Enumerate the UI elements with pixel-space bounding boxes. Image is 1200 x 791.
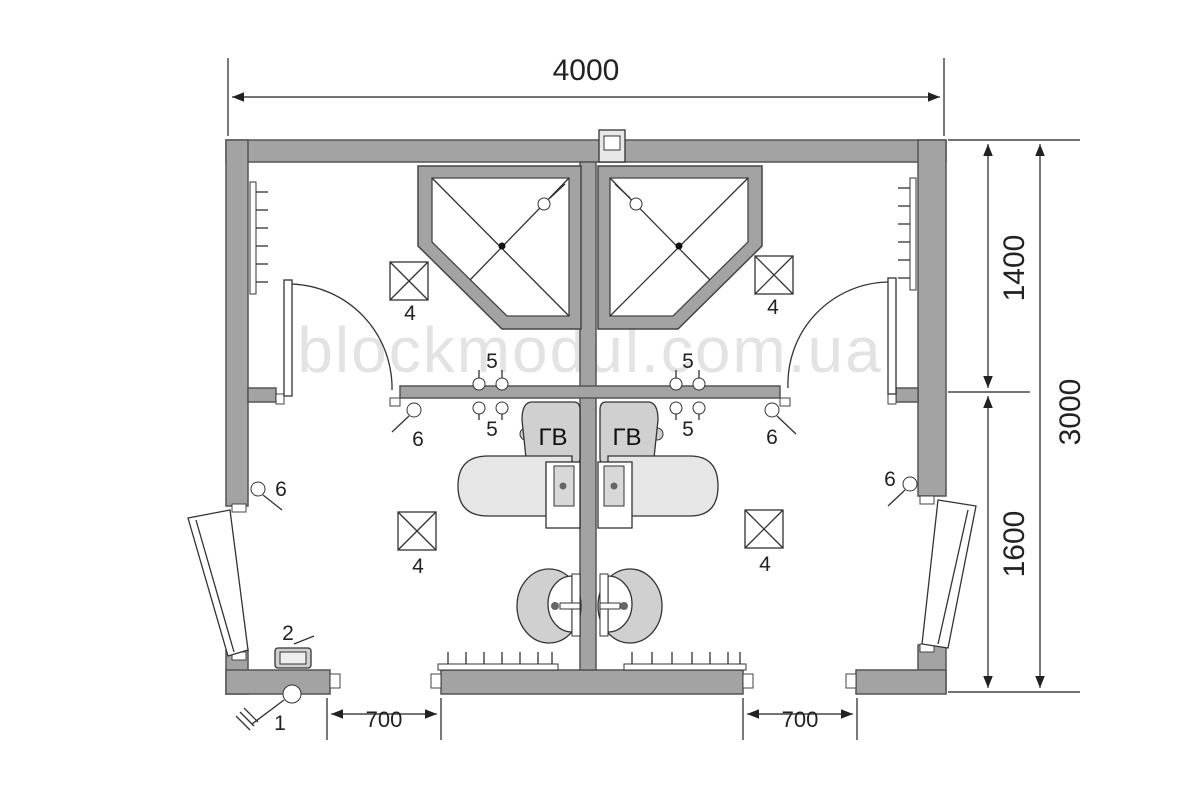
callout-6: 6	[412, 428, 424, 451]
dimension-lines	[227, 58, 1080, 740]
vent-icon	[598, 129, 626, 163]
dim-total-height: 3000	[1054, 379, 1087, 446]
washbasin-left	[457, 455, 581, 529]
callout-5: 5	[486, 418, 498, 441]
callout-4: 4	[767, 296, 779, 319]
callout-6: 6	[766, 426, 778, 449]
door-exterior-right	[921, 499, 977, 649]
callout-5: 5	[486, 350, 498, 373]
door-upper-right	[787, 277, 897, 395]
light-fixture-icon	[389, 261, 429, 301]
washbasin-right	[597, 455, 719, 529]
dim-lower-height: 1600	[998, 511, 1031, 578]
callout-6: 6	[275, 478, 287, 501]
toilet-left	[516, 568, 582, 644]
door-exterior-left	[187, 509, 249, 657]
switch-icon	[472, 370, 509, 420]
radiator-bottom-left	[437, 652, 559, 671]
dim-total-width: 4000	[553, 54, 620, 87]
dim-door-right: 700	[782, 707, 819, 732]
callout-6: 6	[884, 468, 896, 491]
walls	[225, 139, 947, 695]
socket-icon	[250, 481, 283, 511]
door-upper-left	[283, 279, 393, 397]
callout-4: 4	[404, 302, 416, 325]
shower-cabin-right	[597, 165, 763, 330]
callout-5: 5	[682, 350, 694, 373]
callout-4: 4	[412, 555, 424, 578]
socket-icon	[764, 402, 797, 435]
switch-icon	[669, 370, 706, 420]
callout-1: 1	[274, 712, 286, 735]
water-heater-left-label: ГВ	[538, 424, 567, 451]
socket-icon	[887, 476, 918, 507]
radiator-upper-left	[249, 181, 268, 295]
grounding-icon	[235, 684, 302, 731]
water-heater-right-label: ГВ	[612, 424, 641, 451]
light-fixture-icon	[397, 511, 437, 551]
dim-door-left: 700	[366, 707, 403, 732]
radiator-upper-right	[898, 177, 917, 291]
shower-cabin-left	[417, 165, 582, 330]
callout-2: 2	[282, 622, 294, 645]
light-fixture-icon	[744, 509, 784, 549]
socket-icon	[391, 402, 422, 433]
water-heater-left: ГВ	[519, 401, 581, 467]
light-fixture-icon	[754, 255, 794, 295]
callout-5: 5	[682, 418, 694, 441]
callout-4: 4	[759, 553, 771, 576]
toilet-right	[597, 568, 663, 644]
dim-upper-height: 1400	[998, 235, 1031, 302]
radiator-bottom-right	[623, 652, 747, 671]
water-heater-right: ГВ	[599, 401, 664, 467]
electrical-panel-icon	[274, 635, 315, 669]
